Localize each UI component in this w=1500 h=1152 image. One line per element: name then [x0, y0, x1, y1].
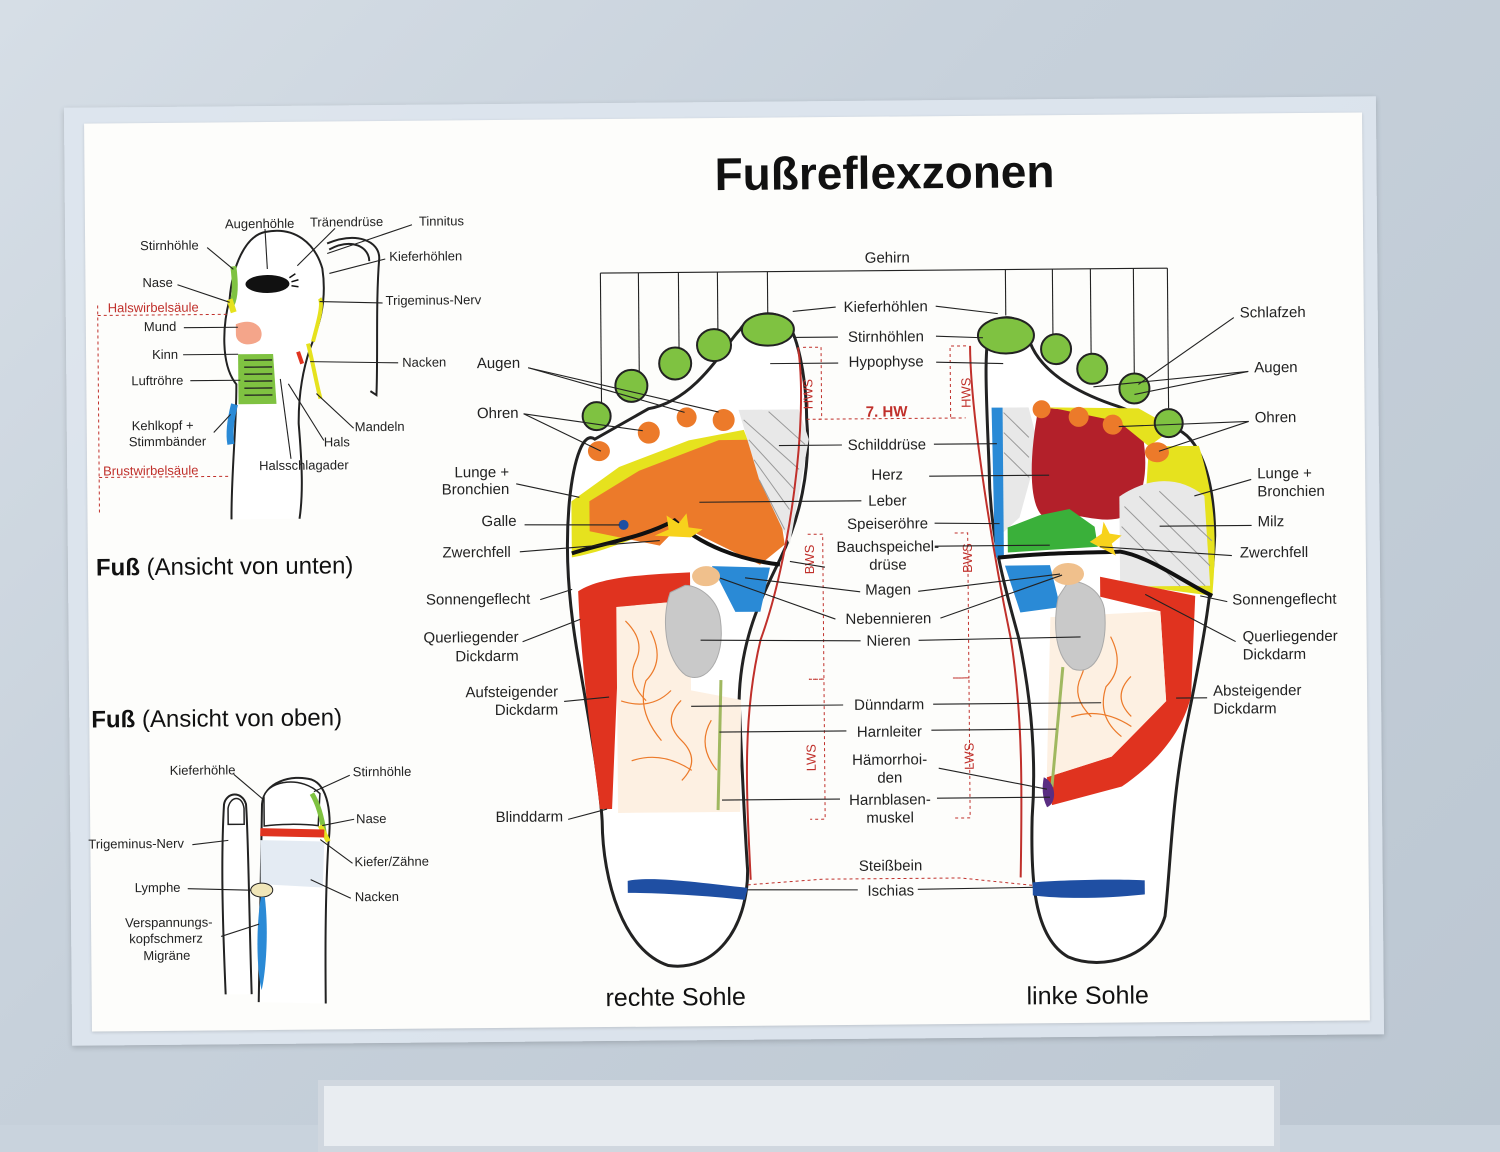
head-toe-diagram: Augenhöhle Tränendrüse Tinnitus Stirnhöh… [97, 213, 484, 520]
label-kieferhoehlen-head: Kieferhöhlen [389, 248, 462, 264]
label-stirnhoehlen: Stirnhöhlen [848, 328, 924, 346]
reflexology-chart: Fußreflexzonen [0, 0, 1500, 1125]
caption-view-bottom: Fuß (Ansicht von unten) [96, 552, 354, 581]
left-labels: Augen Ohren Lunge + Bronchien Galle Zwer… [421, 354, 563, 826]
label-magen: Magen [865, 581, 911, 598]
label-kiefer-top: Kiefer/Zähne [354, 854, 429, 870]
center-labels: Gehirn Kieferhöhlen Stirnhöhlen Hypophys… [834, 249, 942, 900]
label-harnblase-2: muskel [866, 809, 914, 826]
label-bauchspeichel-1: Bauchspeichel- [836, 538, 939, 556]
label-kieferhoehlen: Kieferhöhlen [844, 298, 928, 316]
label-lunge-right-1: Lunge + [1257, 465, 1312, 482]
label-halsschlagader: Halsschlagader [259, 457, 349, 473]
label-kehlkopf-2: Stimmbänder [129, 434, 207, 450]
label-ohren-left: Ohren [477, 405, 519, 422]
label-ischias: Ischias [867, 882, 914, 899]
label-augen-right: Augen [1254, 359, 1298, 376]
label-verspannung-3: Migräne [143, 948, 190, 963]
label-lws-right: LWS [804, 744, 819, 772]
label-sonnengeflecht-right: Sonnengeflecht [1232, 591, 1337, 609]
label-halswirbelsaeule: Halswirbelsäule [108, 300, 199, 316]
label-trigeminus-top: Trigeminus-Nerv [88, 836, 184, 852]
label-bws-right: BWS [802, 544, 817, 574]
label-nebennieren: Nebennieren [845, 610, 931, 628]
label-tinnitus: Tinnitus [419, 213, 465, 228]
label-augen-left: Augen [477, 355, 521, 372]
label-nacken-head: Nacken [402, 354, 446, 369]
label-haemorrhoiden-1: Hämorrhoi- [852, 751, 927, 769]
label-steissbein: Steißbein [859, 857, 923, 875]
label-verspannung-2: kopfschmerz [129, 931, 203, 947]
label-schilddruese: Schilddrüse [848, 436, 927, 454]
label-querliegender-left-1: Querliegender [423, 629, 518, 647]
label-mund: Mund [144, 319, 177, 334]
label-duenndarm: Dünndarm [854, 696, 924, 714]
label-stirnhoehle-top: Stirnhöhle [353, 764, 412, 780]
label-bauchspeichel-2: drüse [869, 556, 907, 573]
label-nase-head: Nase [142, 275, 172, 290]
left-sole-diagram [970, 316, 1219, 964]
label-nieren: Nieren [866, 632, 910, 649]
label-traenenduese: Tränendrüse [310, 214, 383, 230]
label-lunge-left-1: Lunge + [454, 464, 509, 481]
chart-title: Fußreflexzonen [714, 145, 1054, 200]
label-hals: Hals [324, 434, 351, 449]
label-aufsteigender-2: Dickdarm [495, 701, 558, 719]
label-lunge-left-2: Bronchien [442, 481, 510, 499]
label-ohren-right: Ohren [1255, 409, 1297, 426]
label-leber: Leber [868, 492, 907, 509]
caption-view-top: Fuß (Ansicht von oben) [91, 704, 342, 733]
label-milz: Milz [1258, 513, 1285, 530]
label-zwerchfell-left: Zwerchfell [442, 544, 511, 562]
label-brustwirbelsaeule: Brustwirbelsäule [103, 463, 199, 479]
toe-top-view: Kieferhöhle Stirnhöhle Nase Trigeminus-N… [88, 761, 431, 1006]
label-absteigender-2: Dickdarm [1213, 700, 1276, 718]
label-mandeln: Mandeln [355, 419, 405, 434]
label-querliegender-right-2: Dickdarm [1243, 646, 1306, 664]
caption-left-sole: linke Sohle [1026, 981, 1149, 1010]
label-kehlkopf-1: Kehlkopf + [132, 418, 194, 434]
label-sonnengeflecht-left: Sonnengeflecht [426, 591, 531, 609]
label-7hw: 7. HW [866, 403, 909, 420]
label-schlafzeh: Schlafzeh [1240, 304, 1306, 322]
label-lws-left: LWS [961, 742, 976, 770]
label-hypophyse: Hypophyse [849, 353, 924, 371]
label-lunge-right-2: Bronchien [1257, 483, 1325, 501]
label-absteigender-1: Absteigender [1213, 682, 1302, 700]
label-aufsteigender-1: Aufsteigender [465, 683, 558, 701]
label-zwerchfell-right: Zwerchfell [1240, 544, 1309, 562]
label-trigeminus-head: Trigeminus-Nerv [386, 292, 482, 308]
label-kinn: Kinn [152, 347, 178, 362]
label-harnblase-1: Harnblasen- [849, 791, 931, 809]
label-querliegender-left-2: Dickdarm [455, 648, 518, 666]
label-querliegender-right-1: Querliegender [1243, 628, 1338, 646]
label-verspannung-1: Verspannungs- [125, 915, 213, 931]
label-kieferhoehle-top: Kieferhöhle [170, 762, 236, 778]
label-bws-left: BWS [960, 543, 975, 573]
label-herz: Herz [871, 466, 903, 483]
label-gehirn: Gehirn [865, 249, 910, 266]
label-stirnhoehle: Stirnhöhle [140, 238, 199, 254]
label-augenhoehle: Augenhöhle [225, 216, 295, 232]
label-luftroehre: Luftröhre [131, 373, 183, 388]
label-nase-top: Nase [356, 811, 386, 826]
caption-right-sole: rechte Sohle [605, 983, 746, 1012]
right-labels: Schlafzeh Augen Ohren Lunge + Bronchien … [1210, 304, 1339, 718]
label-lymphe: Lymphe [135, 880, 181, 895]
label-galle: Galle [481, 513, 516, 530]
label-hws-right: HWS [800, 379, 815, 410]
label-nacken-top: Nacken [355, 889, 399, 904]
label-haemorrhoiden-2: den [877, 769, 902, 786]
label-harnleiter: Harnleiter [857, 723, 922, 741]
label-hws-left: HWS [958, 377, 973, 408]
label-speiseroehre: Speiseröhre [847, 515, 928, 533]
label-blinddarm: Blinddarm [496, 808, 564, 826]
